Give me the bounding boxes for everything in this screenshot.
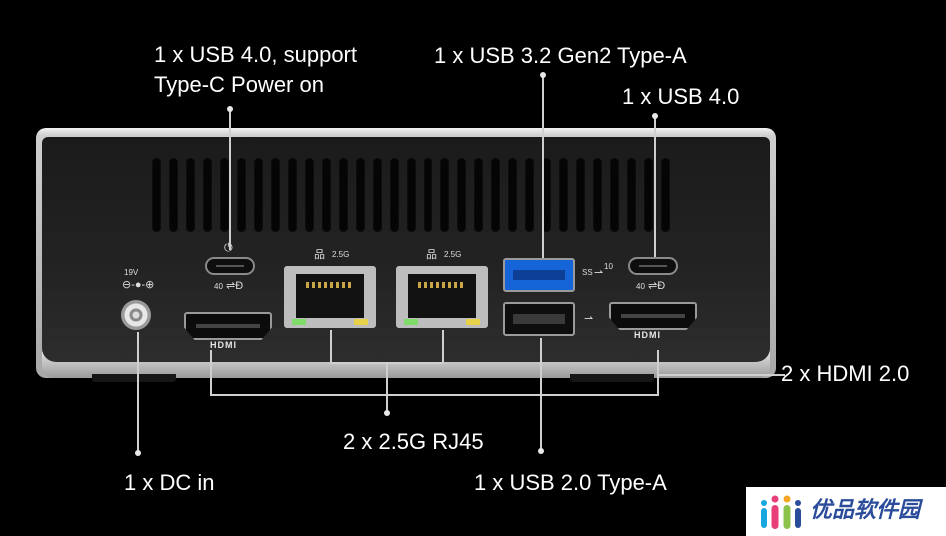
vent-slot bbox=[219, 158, 229, 232]
vent-slot bbox=[304, 158, 314, 232]
hdmi-mark-left: HDMI bbox=[210, 340, 237, 350]
vent-slot bbox=[253, 158, 263, 232]
vent-slot bbox=[576, 158, 586, 232]
network-icon-left: 品 bbox=[314, 249, 325, 261]
usb-port-tongue bbox=[513, 270, 565, 280]
watermark-people-icon bbox=[761, 495, 801, 529]
rj45-link-led bbox=[404, 319, 418, 325]
vent-slot bbox=[406, 158, 416, 232]
usb4-badge-left: 40 bbox=[214, 282, 223, 291]
vent-slot bbox=[627, 158, 637, 232]
vent-slot bbox=[236, 158, 246, 232]
vent-slot bbox=[338, 158, 348, 232]
leader-rj45-left bbox=[330, 330, 332, 364]
label-usb32-type-a: 1 x USB 3.2 Gen2 Type-A bbox=[434, 43, 687, 68]
rj45-port-left bbox=[284, 266, 376, 328]
vent-slot bbox=[372, 158, 382, 232]
leader-dot bbox=[652, 113, 658, 119]
leader-hdmi-left bbox=[210, 350, 212, 396]
vent-slot bbox=[661, 158, 671, 232]
vent-grille bbox=[152, 158, 671, 232]
vent-slot bbox=[270, 158, 280, 232]
usb-thunder-icon: ⇌Ð bbox=[226, 280, 244, 292]
vent-slot bbox=[593, 158, 603, 232]
vent-slot bbox=[389, 158, 399, 232]
vent-slot bbox=[423, 158, 433, 232]
device-foot-left bbox=[92, 374, 176, 382]
rj45-activity-led bbox=[354, 319, 368, 325]
device-foot-right bbox=[570, 374, 654, 382]
rj45-pins bbox=[418, 282, 466, 288]
usb4-port-right bbox=[628, 257, 678, 275]
vent-slot bbox=[610, 158, 620, 232]
vent-slot bbox=[287, 158, 297, 232]
label-usb4: 1 x USB 4.0 bbox=[622, 84, 740, 109]
leader-dot bbox=[227, 106, 233, 112]
leader-hdmi-right bbox=[657, 350, 659, 396]
vent-slot bbox=[508, 158, 518, 232]
leader-usb20 bbox=[540, 338, 542, 450]
rj45-activity-led bbox=[466, 319, 480, 325]
leader-usb32 bbox=[542, 76, 544, 258]
dc-polarity-icon: ⊖-●-⊕ bbox=[122, 279, 155, 291]
usb-trident-icon: ⇀ bbox=[584, 313, 594, 325]
label-usb20-type-a: 1 x USB 2.0 Type-A bbox=[474, 470, 667, 495]
vent-slot bbox=[542, 158, 552, 232]
rj45-link-led bbox=[292, 319, 306, 325]
usb32-type-a-port bbox=[503, 258, 575, 292]
vent-slot bbox=[491, 158, 501, 232]
leader-dot bbox=[540, 72, 546, 78]
vent-slot bbox=[559, 158, 569, 232]
usb-port-tongue bbox=[513, 314, 565, 324]
leader-dot bbox=[384, 410, 390, 416]
leader-usb4 bbox=[654, 117, 656, 257]
dc-voltage-mark: 19V bbox=[124, 268, 139, 277]
vent-slot bbox=[321, 158, 331, 232]
rj45-socket bbox=[296, 274, 364, 318]
leader-rj45-right bbox=[442, 330, 444, 364]
dc-in-jack bbox=[121, 300, 151, 330]
leader-hdmi-to-label bbox=[657, 374, 785, 376]
label-rj45: 2 x 2.5G RJ45 bbox=[343, 429, 484, 454]
power-plug-icon: ⏻ bbox=[224, 242, 233, 255]
rj45-port-right bbox=[396, 266, 488, 328]
hdmi-port-left bbox=[184, 312, 272, 340]
hdmi-mark-right: HDMI bbox=[634, 330, 661, 340]
vent-slot bbox=[440, 158, 450, 232]
vent-slot bbox=[152, 158, 161, 232]
hdmi-port-right bbox=[609, 302, 697, 330]
vent-slot bbox=[474, 158, 484, 232]
leader-rj45-drop bbox=[386, 362, 388, 412]
usb4-badge-right: 40 bbox=[636, 282, 645, 291]
vent-slot bbox=[355, 158, 365, 232]
vent-slot bbox=[644, 158, 654, 232]
watermark: 优品软件园 bbox=[746, 487, 946, 536]
label-hdmi: 2 x HDMI 2.0 bbox=[781, 361, 910, 386]
ss-speed: 10 bbox=[604, 262, 613, 271]
usb-trident-icon: ⇀ bbox=[594, 267, 604, 279]
leader-dc bbox=[137, 332, 139, 452]
usb-thunder-icon: ⇌Ð bbox=[648, 280, 666, 292]
rj45-socket bbox=[408, 274, 476, 318]
vent-slot bbox=[185, 158, 195, 232]
vent-slot bbox=[457, 158, 467, 232]
rj45-pins bbox=[306, 282, 354, 288]
lan-speed-right: 2.5G bbox=[444, 250, 462, 259]
network-icon-right: 品 bbox=[426, 249, 437, 261]
leader-hdmi-bracket bbox=[210, 394, 659, 396]
ss-badge: SS bbox=[582, 268, 593, 277]
label-dc-in: 1 x DC in bbox=[124, 470, 215, 495]
leader-usb4-power bbox=[229, 110, 231, 250]
lan-speed-left: 2.5G bbox=[332, 250, 350, 259]
leader-dot bbox=[135, 450, 141, 456]
label-usb4-power-on: 1 x USB 4.0, support Type-C Power on bbox=[154, 42, 357, 97]
leader-dot bbox=[538, 448, 544, 454]
watermark-text: 优品软件园 bbox=[810, 497, 921, 522]
usb20-type-a-port bbox=[503, 302, 575, 336]
usb4-power-port bbox=[205, 257, 255, 275]
vent-slot bbox=[168, 158, 178, 232]
vent-slot bbox=[202, 158, 212, 232]
vent-slot bbox=[525, 158, 535, 232]
